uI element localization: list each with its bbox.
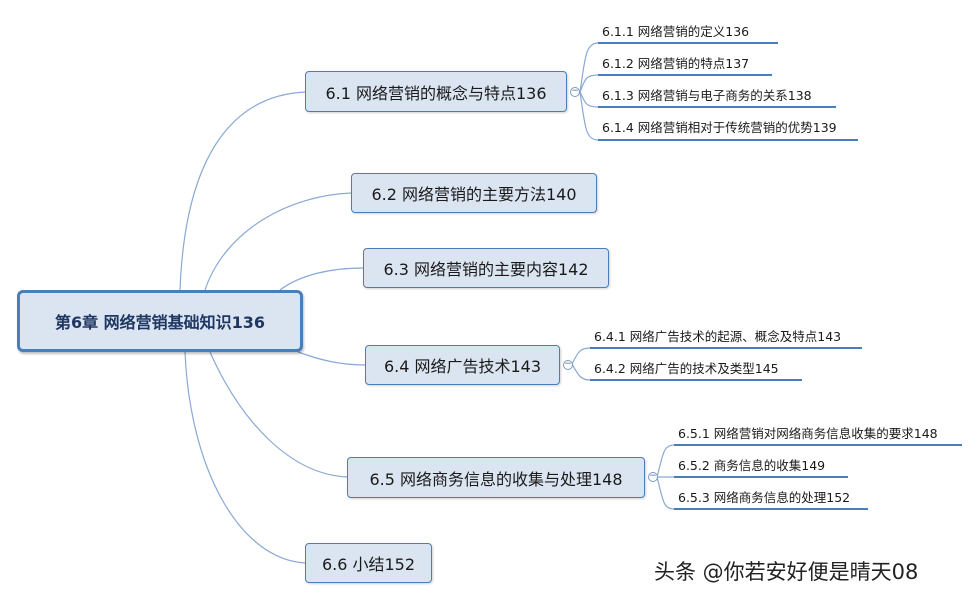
link-b4-l1 [571, 347, 591, 365]
watermark-text: 头条 @你若安好便是晴天08 [654, 560, 919, 584]
leaf-node-6-1-3[interactable]: 6.1.3 网络营销与电子商务的关系138 [602, 88, 812, 103]
leaf-node-6-4-1[interactable]: 6.4.1 网络广告技术的起源、概念及特点143 [594, 329, 842, 344]
leaf-node-6-5-2[interactable]: 6.5.2 商务信息的收集149 [678, 458, 826, 473]
link-root-b4 [297, 351, 367, 366]
leaf-node-6-1-1[interactable]: 6.1.1 网络营销的定义136 [602, 24, 750, 39]
branch-node-6-5[interactable]: 6.5 网络商务信息的收集与处理148 [347, 457, 645, 498]
branch-node-6-3[interactable]: 6.3 网络营销的主要内容142 [363, 248, 609, 288]
branch-label: 6.4 网络广告技术143 [383, 357, 542, 376]
branch-label: 6.1 网络营销的概念与特点136 [325, 83, 547, 103]
branch-node-6-2[interactable]: 6.2 网络营销的主要方法140 [351, 173, 597, 213]
branch-label: 6.5 网络商务信息的收集与处理148 [369, 469, 623, 489]
link-b5-l3 [656, 476, 675, 510]
link-root-b1 [179, 91, 307, 291]
leaf-node-6-1-2[interactable]: 6.1.2 网络营销的特点137 [602, 56, 750, 71]
collapse-toggle-6-5[interactable]: − [648, 471, 658, 482]
leaf-node-6-1-4[interactable]: 6.1.4 网络营销相对于传统营销的优势139 [602, 120, 837, 135]
leaf-node-6-4-2[interactable]: 6.4.2 网络广告的技术及类型145 [594, 361, 779, 376]
collapse-toggle-6-1[interactable]: − [570, 86, 580, 97]
leaf-node-6-5-1[interactable]: 6.5.1 网络营销对网络商务信息收集的要求148 [678, 426, 938, 441]
link-root-b2 [204, 192, 353, 291]
link-b4-l2 [571, 363, 591, 381]
collapse-toggle-6-4[interactable]: − [563, 359, 573, 370]
branch-node-6-1[interactable]: 6.1 网络营销的概念与特点136 [305, 71, 567, 112]
branch-label: 6.2 网络营销的主要方法140 [371, 185, 577, 204]
branch-node-6-4[interactable]: 6.4 网络广告技术143 [365, 345, 560, 385]
branch-node-6-6[interactable]: 6.6 小结152 [305, 543, 432, 583]
root-node-label: 第6章 网络营销基础知识136 [54, 313, 266, 332]
link-root-b5 [209, 351, 349, 478]
link-b5-l1 [656, 444, 675, 478]
link-root-b3 [279, 267, 365, 291]
link-b1-l2 [579, 74, 599, 93]
link-b1-l1 [579, 42, 599, 93]
leaf-node-6-5-3[interactable]: 6.5.3 网络商务信息的处理152 [678, 490, 851, 505]
branch-label: 6.6 小结152 [321, 555, 416, 574]
branch-label: 6.3 网络营销的主要内容142 [383, 260, 589, 279]
link-root-b6 [184, 351, 307, 564]
link-b1-l3 [579, 91, 599, 108]
link-b1-l4 [579, 91, 599, 141]
root-node[interactable]: 第6章 网络营销基础知识136 [17, 290, 303, 352]
